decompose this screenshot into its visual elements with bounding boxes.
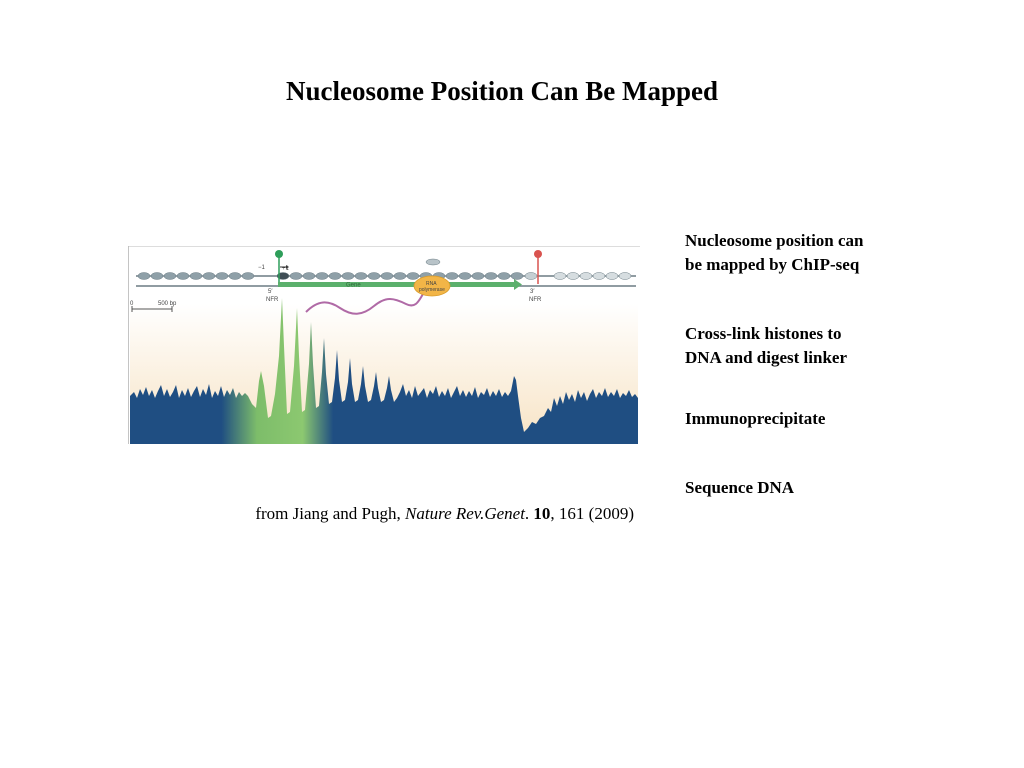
rna-polymerase-icon bbox=[413, 275, 451, 297]
label-minus-one: −1 bbox=[258, 265, 266, 271]
slide-title: Nucleosome Position Can Be Mapped bbox=[286, 76, 718, 106]
bullet-line: Sequence DNA bbox=[685, 478, 795, 497]
label-gene: Gene bbox=[346, 283, 361, 289]
caption-sep: . bbox=[524, 504, 534, 523]
bullet-line: DNA and digest linker bbox=[685, 348, 847, 367]
bullet-line: Cross-link histones to bbox=[685, 324, 842, 343]
label-five-prime: 5′ bbox=[268, 289, 273, 295]
caption-journal: Nature Rev.Genet bbox=[405, 504, 525, 523]
bullet-immunoprecipitate: Immunoprecipitate bbox=[685, 407, 915, 431]
label-polymerase: polymerase bbox=[419, 287, 445, 293]
label-plus-one: +1 bbox=[282, 266, 290, 272]
bullet-cross-link: Cross-link histones to DNA and digest li… bbox=[685, 322, 915, 370]
bullet-line: Nucleosome position can bbox=[685, 231, 864, 250]
bullet-line: Immunoprecipitate bbox=[685, 409, 826, 428]
label-scale-zero: 0 bbox=[130, 301, 134, 307]
label-nfr-right: NFR bbox=[529, 297, 542, 303]
caption-volume: 10 bbox=[533, 504, 551, 523]
end-marker-icon bbox=[534, 250, 542, 258]
label-nfr-left: NFR bbox=[266, 297, 279, 303]
bullet-sequence-dna: Sequence DNA bbox=[685, 476, 915, 500]
bullet-chip-seq: Nucleosome position can be mapped by ChI… bbox=[685, 229, 915, 277]
figure-caption: from Jiang and Pugh, Nature Rev.Genet. 1… bbox=[128, 504, 634, 524]
nucleosome-figure: −1 +1 5′ NFR Gene RNA polymerase 3′ NFR … bbox=[128, 246, 640, 444]
label-rna: RNA bbox=[426, 281, 437, 287]
tss-arrow-icon bbox=[286, 265, 289, 269]
occupancy-profile bbox=[130, 298, 638, 444]
label-scale-bp: 500 bp bbox=[158, 301, 177, 307]
caption-prefix: from Jiang and Pugh, bbox=[255, 504, 406, 523]
nucleosome-map-image: −1 +1 5′ NFR Gene RNA polymerase 3′ NFR … bbox=[128, 246, 640, 444]
gene-arrow bbox=[278, 279, 522, 290]
caption-rest: , 161 (2009) bbox=[550, 504, 634, 523]
start-marker-icon bbox=[275, 250, 283, 258]
label-three-prime: 3′ bbox=[530, 289, 535, 295]
bullet-line: be mapped by ChIP-seq bbox=[685, 255, 860, 274]
nucleosome-array bbox=[137, 258, 632, 280]
rna-transcript bbox=[305, 289, 427, 315]
